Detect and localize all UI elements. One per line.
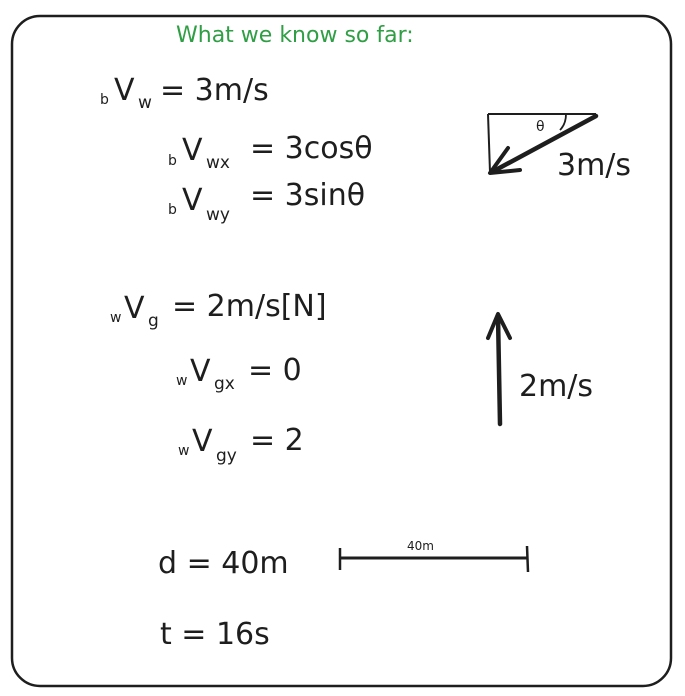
distance-scale-bar: 40m [338, 539, 530, 573]
scale-right-tick [525, 545, 530, 573]
eq-subscript: wy [206, 205, 230, 225]
equation-wvgx: w V gx = 0 [176, 353, 302, 394]
eq-subscript: w [138, 93, 152, 113]
ground-arrowhead [486, 312, 512, 340]
eq-prefix: b [100, 92, 109, 108]
heading-text: What we know so far: [176, 23, 414, 48]
wind-arrowhead [488, 146, 522, 175]
distance-equation: d = 40m [158, 546, 289, 581]
angle-label: θ [536, 119, 545, 135]
wind-vector-diagram: θ 3m/s [487, 113, 631, 183]
equation-wvg: w V g = 2m/s[N] [110, 289, 327, 331]
ground-vector-line [495, 313, 503, 427]
scale-label: 40m [407, 539, 434, 553]
board-frame [10, 14, 673, 688]
eq-rhs: = 2m/s[N] [172, 289, 327, 324]
equation-bvwx: b V wx = 3cosθ [168, 131, 373, 173]
eq-subscript: gy [216, 446, 237, 466]
wind-speed-label: 3m/s [557, 148, 631, 183]
ground-speed-label: 2m/s [519, 369, 593, 404]
eq-main: V [182, 133, 203, 168]
eq-main: V [124, 291, 145, 326]
eq-prefix: w [178, 443, 189, 459]
equation-bvwy: b V wy = 3sinθ [168, 178, 365, 225]
eq-main: V [114, 73, 135, 108]
eq-rhs: = 3cosθ [250, 131, 373, 166]
eq-rhs: = 3sinθ [250, 178, 365, 213]
wind-vector-line [489, 113, 599, 175]
eq-main: V [192, 424, 213, 459]
angle-arc [559, 113, 567, 131]
equation-wvgy: w V gy = 2 [178, 423, 304, 466]
eq-subscript: gx [214, 374, 235, 394]
eq-prefix: w [176, 373, 187, 389]
time-equation: t = 16s [160, 617, 270, 652]
eq-subscript: wx [206, 153, 230, 173]
ground-vector-diagram: 2m/s [486, 312, 593, 427]
eq-rhs: = 3m/s [160, 73, 269, 108]
equation-bvw: b V w = 3m/s [100, 73, 269, 113]
eq-prefix: b [168, 153, 177, 169]
eq-prefix: b [168, 202, 177, 218]
eq-rhs: = 0 [248, 353, 302, 388]
eq-subscript: g [148, 311, 159, 331]
eq-prefix: w [110, 310, 121, 326]
eq-main: V [190, 354, 211, 389]
triangle-left-edge [487, 113, 491, 173]
eq-main: V [182, 183, 203, 218]
eq-rhs: = 2 [250, 423, 304, 458]
